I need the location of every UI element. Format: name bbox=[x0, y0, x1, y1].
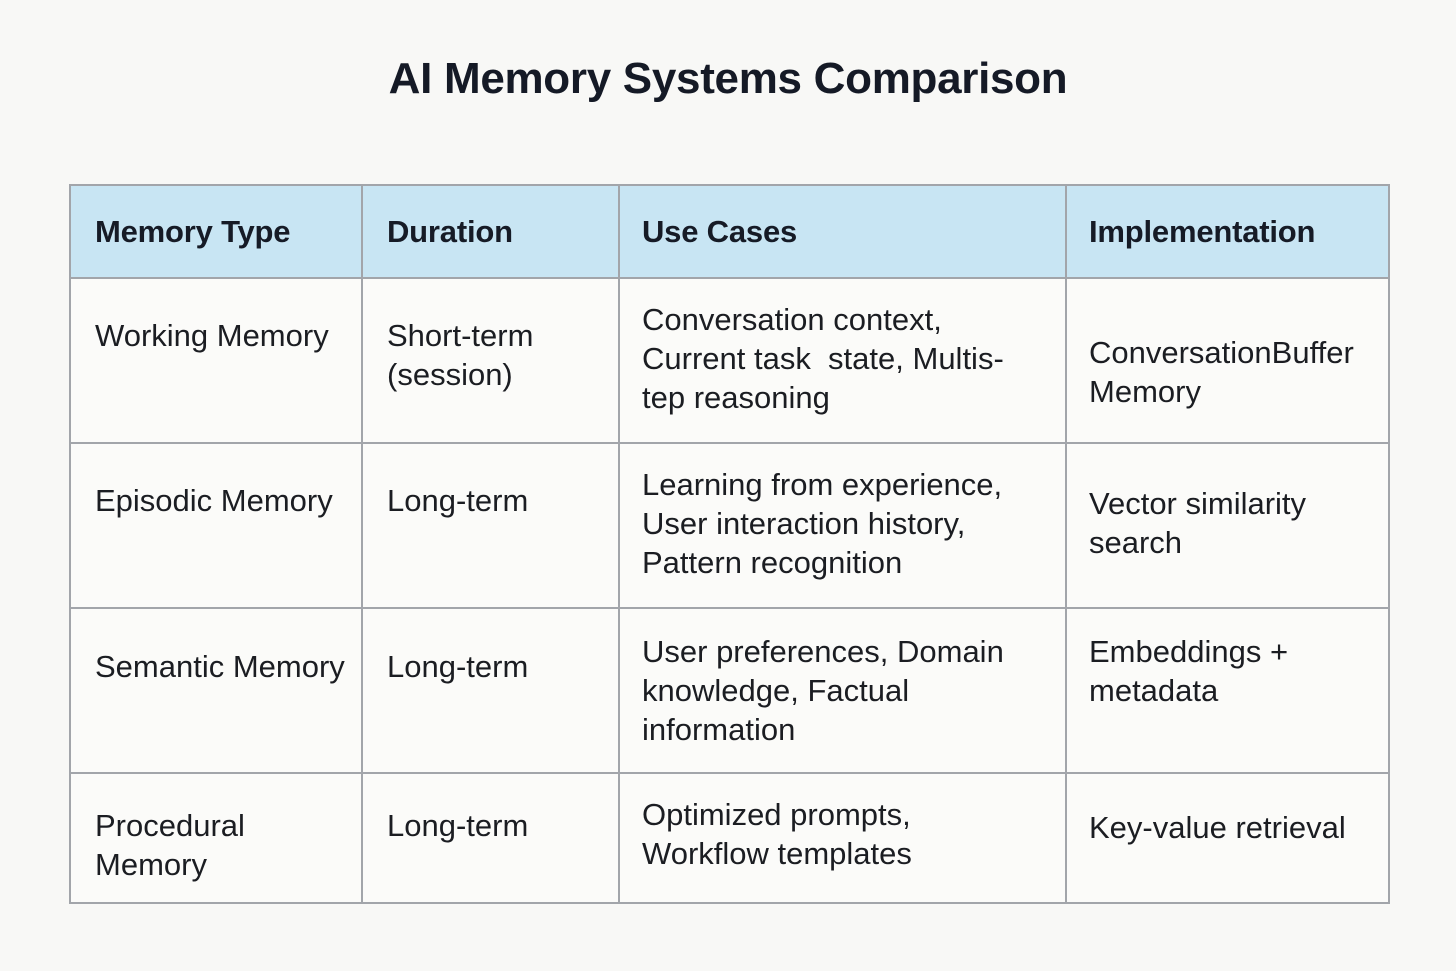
cell-text: Key-value retrieval bbox=[1089, 810, 1346, 845]
column-header-duration: Duration bbox=[361, 184, 620, 279]
cell-memory-type: Procedural Memory bbox=[69, 772, 363, 904]
cell-implementation: Vector similarity search bbox=[1065, 442, 1390, 609]
cell-use-cases: Optimized prompts, Workflow templates bbox=[618, 772, 1067, 904]
cell-text: Short-term (session) bbox=[387, 318, 534, 392]
cell-text: Long-term bbox=[387, 808, 529, 843]
cell-text: Learning from experience, User interacti… bbox=[642, 467, 1003, 580]
cell-text: Long-term bbox=[387, 649, 529, 684]
table-row: Semantic Memory Long-term User preferenc… bbox=[69, 607, 1390, 774]
cell-text: Conversation context, Current task state… bbox=[642, 302, 1004, 415]
cell-use-cases: Learning from experience, User interacti… bbox=[618, 442, 1067, 609]
column-header-memory-type: Memory Type bbox=[69, 184, 363, 279]
comparison-table: Memory Type Duration Use Cases Implement… bbox=[69, 184, 1390, 904]
cell-text: Procedural Memory bbox=[95, 808, 245, 882]
page-title: AI Memory Systems Comparison bbox=[388, 54, 1068, 103]
table-row: Working Memory Short-term (session) Conv… bbox=[69, 277, 1390, 444]
cell-text: Episodic Memory bbox=[95, 483, 333, 518]
cell-duration: Short-term (session) bbox=[361, 277, 620, 444]
cell-text: Vector similarity search bbox=[1089, 486, 1307, 560]
table-header-row: Memory Type Duration Use Cases Implement… bbox=[69, 184, 1390, 279]
cell-duration: Long-term bbox=[361, 607, 620, 774]
cell-memory-type: Semantic Memory bbox=[69, 607, 363, 774]
cell-implementation: Embeddings + metadata bbox=[1065, 607, 1390, 774]
cell-duration: Long-term bbox=[361, 442, 620, 609]
cell-text: Long-term bbox=[387, 483, 529, 518]
cell-duration: Long-term bbox=[361, 772, 620, 904]
cell-text: ConversationBuffer Memory bbox=[1089, 335, 1354, 409]
cell-memory-type: Episodic Memory bbox=[69, 442, 363, 609]
cell-memory-type: Working Memory bbox=[69, 277, 363, 444]
table-row: Procedural Memory Long-term Optimized pr… bbox=[69, 772, 1390, 904]
cell-implementation: ConversationBuffer Memory bbox=[1065, 277, 1390, 444]
cell-text: Semantic Memory bbox=[95, 649, 345, 684]
column-header-use-cases: Use Cases bbox=[618, 184, 1067, 279]
cell-text: Embeddings + metadata bbox=[1089, 634, 1289, 708]
cell-text: Optimized prompts, Workflow templates bbox=[642, 797, 912, 871]
column-header-implementation: Implementation bbox=[1065, 184, 1390, 279]
table-row: Episodic Memory Long-term Learning from … bbox=[69, 442, 1390, 609]
cell-use-cases: User preferences, Domain knowledge, Fact… bbox=[618, 607, 1067, 774]
cell-implementation: Key-value retrieval bbox=[1065, 772, 1390, 904]
cell-text: Working Memory bbox=[95, 318, 329, 353]
cell-use-cases: Conversation context, Current task state… bbox=[618, 277, 1067, 444]
cell-text: User preferences, Domain knowledge, Fact… bbox=[642, 634, 1004, 747]
